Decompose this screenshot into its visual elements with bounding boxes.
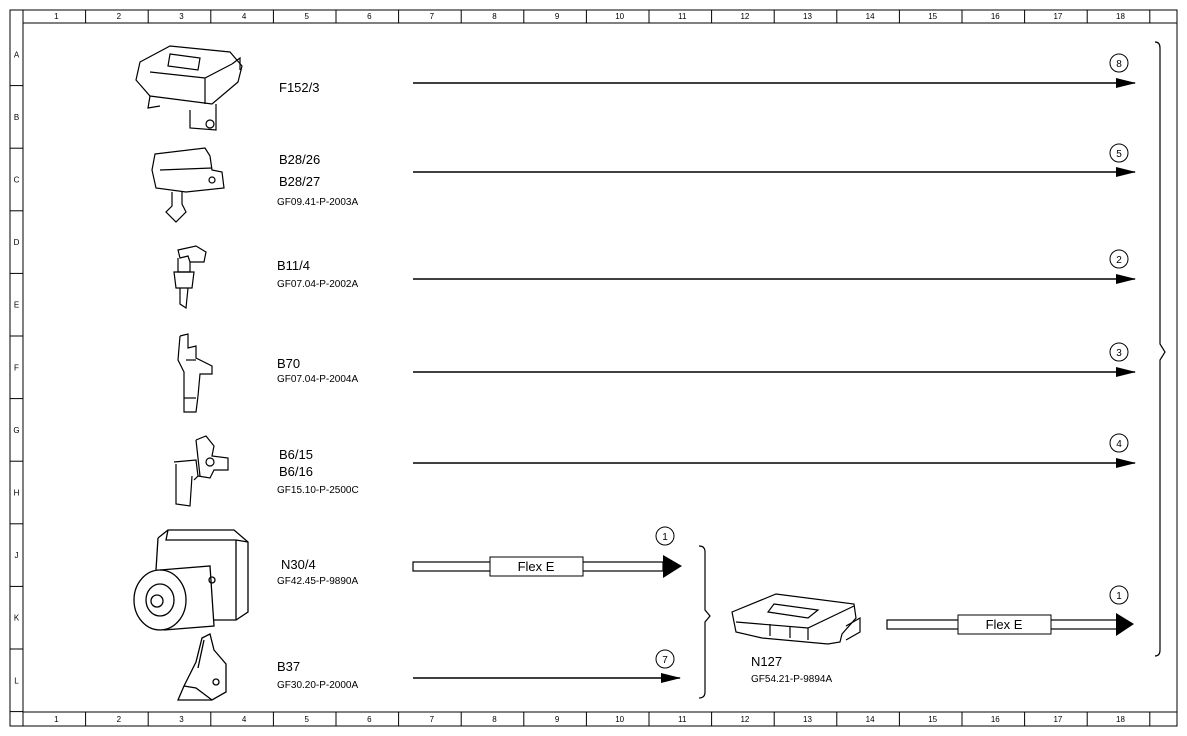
component-label: B70 <box>277 356 300 371</box>
pressure-sensor-icon <box>151 147 225 223</box>
connection-number-circle <box>1109 585 1129 605</box>
component-label-secondary: B28/27 <box>279 174 320 189</box>
row-letter: F <box>14 363 19 372</box>
row-letter: G <box>13 426 19 435</box>
connection-number-circle <box>1109 143 1129 163</box>
component-label: F152/3 <box>279 80 319 95</box>
row-letter: E <box>14 301 19 310</box>
connection-number-circle <box>1109 342 1129 362</box>
connection-number-circle <box>655 649 675 669</box>
document-reference: GF15.10-P-2500C <box>277 485 359 496</box>
column-number: 14 <box>866 715 875 724</box>
group-brace <box>698 545 711 699</box>
component-label: B37 <box>277 659 300 674</box>
column-number: 16 <box>991 12 1000 21</box>
component-label-secondary: B6/16 <box>279 464 313 479</box>
row-letter: K <box>14 614 20 623</box>
connection-number-circle <box>655 526 675 546</box>
column-number: 13 <box>803 12 812 21</box>
column-number: 9 <box>555 12 560 21</box>
connection-number: 1 <box>662 532 668 543</box>
connection-number-circle <box>1109 53 1129 73</box>
connection-number: 4 <box>1116 439 1122 450</box>
column-number: 12 <box>740 12 749 21</box>
column-number: 13 <box>803 715 812 724</box>
document-reference: GF42.45-P-9890A <box>277 576 358 587</box>
document-reference: GF30.20-P-2000A <box>277 680 358 691</box>
column-number: 6 <box>367 715 372 724</box>
sheet-border <box>9 9 1178 727</box>
column-number: 1 <box>54 715 59 724</box>
column-number: 2 <box>117 12 122 21</box>
document-reference: GF07.04-P-2004A <box>277 374 358 385</box>
connection-number: 7 <box>662 655 668 666</box>
can-bus-arrow: Flex E <box>412 555 682 578</box>
row-ticks: A B C D E F G H J K L <box>10 50 23 713</box>
column-number: 11 <box>678 12 687 21</box>
connection-number: 5 <box>1116 149 1122 160</box>
column-number: 9 <box>555 715 560 724</box>
column-number: 6 <box>367 12 372 21</box>
column-number: 8 <box>492 12 497 21</box>
accelerator-pedal-sensor-icon <box>177 633 227 701</box>
row-letter: C <box>14 176 20 185</box>
row-letter: H <box>14 489 20 498</box>
column-number: 17 <box>1053 12 1062 21</box>
column-number: 12 <box>740 715 749 724</box>
component-label: B6/15 <box>279 447 313 462</box>
connection-number: 8 <box>1116 59 1122 70</box>
camshaft-sensor-icon <box>173 435 229 507</box>
column-number: 2 <box>117 715 122 724</box>
component-label: B11/4 <box>277 258 310 273</box>
column-number: 10 <box>615 715 624 724</box>
connection-number: 3 <box>1116 348 1122 359</box>
column-number: 4 <box>242 715 247 724</box>
abs-unit-icon <box>133 529 249 631</box>
component-label: N127 <box>751 654 782 669</box>
row-letter: L <box>14 676 19 685</box>
column-number: 10 <box>615 12 624 21</box>
bus-label: Flex E <box>986 617 1023 632</box>
column-number: 5 <box>304 715 309 724</box>
column-number: 4 <box>242 12 247 21</box>
column-number: 17 <box>1053 715 1062 724</box>
column-number: 16 <box>991 715 1000 724</box>
group-brace-large <box>1154 41 1166 657</box>
column-number: 18 <box>1116 715 1125 724</box>
connection-number-circle <box>1109 433 1129 453</box>
column-ticks: 1122334455667788991010111112121313141415… <box>54 10 1151 726</box>
row-letter: B <box>14 113 19 122</box>
column-number: 3 <box>179 715 184 724</box>
column-number: 14 <box>866 12 875 21</box>
column-number: 18 <box>1116 12 1125 21</box>
column-number: 3 <box>179 12 184 21</box>
document-reference: GF09.41-P-2003A <box>277 197 358 208</box>
document-reference: GF54.21-P-9894A <box>751 674 832 685</box>
powertrain-control-unit-icon <box>731 593 861 645</box>
column-number: 11 <box>678 715 687 724</box>
row-letter: A <box>14 50 20 59</box>
column-number: 1 <box>54 12 59 21</box>
column-number: 15 <box>928 12 937 21</box>
temperature-sensor-icon <box>173 245 207 310</box>
column-number: 8 <box>492 715 497 724</box>
connection-number: 1 <box>1116 591 1122 602</box>
row-letter: D <box>14 238 20 247</box>
component-label: B28/26 <box>279 152 320 167</box>
column-number: 7 <box>430 715 435 724</box>
document-reference: GF07.04-P-2002A <box>277 279 358 290</box>
component-label: N30/4 <box>281 557 316 572</box>
connection-number-circle <box>1109 249 1129 269</box>
control-unit-module-icon <box>135 45 243 131</box>
crankshaft-sensor-icon <box>177 333 213 413</box>
connection-number: 2 <box>1116 255 1122 266</box>
bus-label: Flex E <box>518 559 555 574</box>
can-bus-arrow: Flex E <box>886 613 1134 636</box>
column-number: 5 <box>304 12 309 21</box>
column-number: 7 <box>430 12 435 21</box>
row-letter: J <box>15 551 19 560</box>
column-number: 15 <box>928 715 937 724</box>
